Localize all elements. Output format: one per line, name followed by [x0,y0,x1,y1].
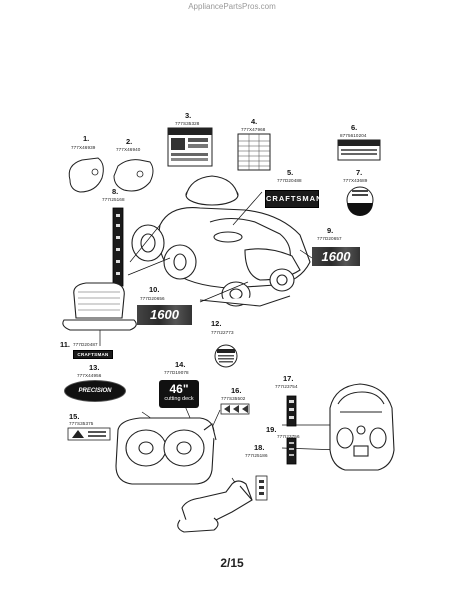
decal-13-precision-oval: PRECISION [64,380,126,402]
callout-6-number: 6. [351,123,358,132]
callout-11-part: 777D20487 [73,342,98,347]
decal-11-craftsman-wordmark: CRAFTSMAN [73,350,113,359]
callout-13-part: 777X44956 [77,373,102,378]
callout-5-number: 5. [287,168,294,177]
callout-4-part: 777X47968 [241,127,266,132]
callout-14-number: 14. [175,360,186,369]
callout-19-part: 777I23756 [277,434,300,439]
callout-14-part: 777D19078 [164,370,189,375]
callout-16-part: 777S35502 [221,396,246,401]
tractor-illustration [131,175,311,307]
callout-5-part: 777D20488 [277,178,302,183]
callout-10-part: 777D20656 [140,296,165,301]
callout-10-number: 10. [149,285,160,294]
callout-8-part: 777I25168 [102,197,125,202]
callout-19-number: 19. [266,425,277,434]
callout-15-part: 777S35375 [69,421,94,426]
seat-illustration [62,282,137,331]
callout-2-number: 2. [126,137,133,146]
decal-1-hole [91,168,99,176]
callout-11-number: 11. [60,340,71,349]
callout-13-number: 13. [89,363,100,372]
callout-18-part: 777I25186 [245,453,268,458]
callout-18-number: 18. [254,443,265,452]
callout-7-number: 7. [356,168,363,177]
callout-3-number: 3. [185,111,192,120]
dash-panel-illustration [329,383,395,471]
pedal-illustration [177,480,253,533]
decal-2-shape [113,159,154,192]
deck-caption-text: cutting deck [164,396,194,402]
callout-12-part: 777I22773 [211,330,234,335]
callout-7-part: 777X43689 [343,178,368,183]
callout-9-number: 9. [327,226,334,235]
callout-17-part: 777I23754 [275,384,298,389]
callout-1-number: 1. [83,134,90,143]
decal-2-hole [136,170,144,178]
callout-8-number: 8. [112,187,119,196]
watermark: AppliancePartsPros.com [188,2,276,11]
page-number: 2/15 [220,556,244,570]
decal-14-cutting-deck: 46" cutting deck [159,380,199,408]
decal-19-shape [286,437,297,465]
callout-4-number: 4. [251,117,258,126]
decal-5-craftsman-wordmark: CRAFTSMAN [265,190,322,208]
callout-15-number: 15. [69,412,80,421]
callout-1-part: 777X46939 [71,145,96,150]
callout-6-part: 8775610204 [340,133,367,138]
decal-9-model-1600: 1600 [312,247,360,266]
decal-4-shape [237,133,271,171]
mower-deck-illustration [115,417,217,485]
callout-3-part: 777S35328 [175,121,200,126]
deck-size-text: 46" [169,382,189,396]
callout-9-part: 777D20657 [317,236,342,241]
decal-10-model-1600: 1600 [137,305,192,325]
decal-1-shape [68,157,104,193]
callout-17-number: 17. [283,374,294,383]
callout-12-number: 12. [211,319,222,328]
decal-15-shape [67,427,111,441]
callout-2-part: 777X46940 [116,147,141,152]
callout-16-number: 16. [231,386,242,395]
